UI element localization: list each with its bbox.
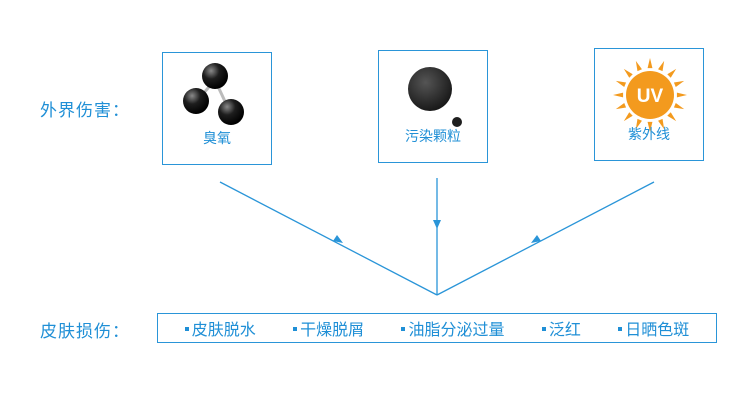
factor-box-ozone: 臭氧 — [162, 52, 272, 165]
sun-ray — [623, 68, 633, 78]
uv-sun-icon: UV — [613, 58, 687, 132]
bullet-icon — [618, 326, 623, 331]
sun-ray — [623, 112, 633, 122]
skin-damage-list: 皮肤脱水 干燥脱屑 油脂分泌过量 泛红 日晒色斑 — [157, 313, 717, 343]
uv-icon-text: UV — [637, 86, 664, 107]
sun-ray — [615, 103, 627, 110]
sun-ray — [667, 68, 677, 78]
ozone-molecule-icon — [183, 63, 244, 125]
damage-item-sunspots: 日晒色斑 — [618, 316, 689, 340]
sun-ray — [635, 60, 642, 72]
external-damage-label: 外界伤害： — [40, 101, 130, 121]
factor-box-pollution: 污染颗粒 — [378, 50, 488, 163]
damage-item-oil: 油脂分泌过量 — [401, 316, 504, 340]
bullet-icon — [293, 326, 298, 331]
sun-ray — [647, 58, 653, 69]
sun-ray — [635, 118, 642, 130]
sun-ray — [647, 121, 653, 132]
factor-caption-pollution: 污染颗粒 — [405, 129, 461, 145]
sun-ray — [658, 118, 665, 130]
factor-caption-ozone: 臭氧 — [203, 131, 231, 147]
arrowhead-right — [531, 235, 541, 243]
pollution-particle-icon — [408, 67, 462, 127]
arrowhead-left — [333, 235, 343, 243]
sun-ray — [613, 92, 624, 98]
damage-item-redness: 泛红 — [541, 316, 581, 340]
damage-item-flaking: 干燥脱屑 — [293, 316, 364, 340]
arrowhead-center — [433, 220, 441, 229]
damage-item-dehydration: 皮肤脱水 — [184, 316, 256, 340]
sun-ray — [658, 60, 665, 72]
bullet-icon — [401, 326, 406, 331]
sun-ray — [673, 80, 685, 87]
factor-box-uv: UV 紫外线 — [594, 48, 704, 161]
skin-damage-label: 皮肤损伤： — [40, 322, 130, 342]
sun-ray — [615, 80, 627, 87]
sun-ray — [673, 103, 685, 110]
sun-ray — [667, 112, 677, 122]
bullet-icon — [541, 326, 546, 331]
sun-ray — [676, 92, 687, 98]
bullet-icon — [184, 326, 189, 331]
factor-caption-uv: 紫外线 — [628, 127, 670, 143]
